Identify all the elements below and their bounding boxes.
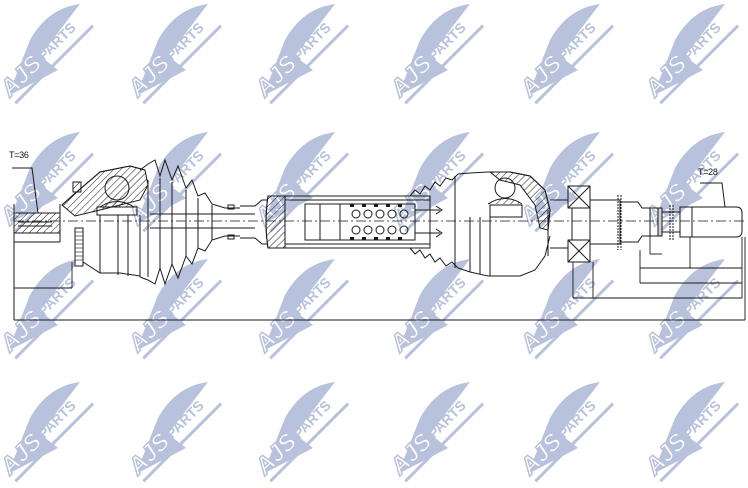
outer-boot bbox=[139, 158, 240, 286]
outer-cv-joint bbox=[61, 165, 149, 277]
right-stub-shaft bbox=[589, 195, 743, 250]
dimension-lines bbox=[14, 236, 746, 321]
left-label-leader bbox=[12, 167, 39, 214]
support-bearing bbox=[550, 185, 591, 263]
inner-cv-joint bbox=[457, 171, 551, 277]
left-stub-shaft bbox=[13, 204, 61, 320]
spline-count-left: T=36 bbox=[9, 150, 29, 160]
spline-count-right: T=28 bbox=[698, 167, 718, 177]
intermediate-shaft bbox=[150, 199, 268, 245]
right-label-leader bbox=[700, 182, 726, 208]
damper-housing bbox=[265, 195, 443, 249]
inner-boot bbox=[409, 173, 459, 269]
